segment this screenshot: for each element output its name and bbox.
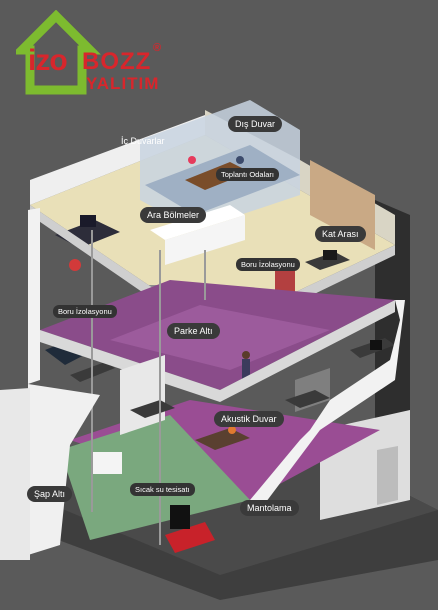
monitor-middle-right bbox=[370, 340, 382, 350]
person-meeting-2 bbox=[236, 156, 244, 164]
label-boru-izolasyonu-left: Boru İzolasyonu bbox=[53, 305, 117, 318]
front-wall-cut-left bbox=[28, 208, 40, 384]
logo-yalitim: YALITIM bbox=[86, 74, 160, 93]
brand-logo: izo BOZZ ® YALITIM bbox=[16, 10, 166, 98]
tv-panel bbox=[170, 505, 190, 529]
label-dis-duvar: Dış Duvar bbox=[228, 116, 283, 132]
front-wall-cut-bottom bbox=[28, 384, 100, 555]
desk-lower-3 bbox=[285, 390, 330, 408]
label-parke-alti: Parke Altı bbox=[167, 323, 220, 339]
desk-lower-1 bbox=[130, 400, 175, 418]
person-walking-body bbox=[242, 359, 250, 379]
desk-top-right bbox=[305, 252, 350, 270]
chair-top-left bbox=[69, 259, 81, 271]
person-lower-desk bbox=[228, 426, 236, 434]
foundation-front bbox=[0, 388, 30, 560]
side-building-door bbox=[377, 446, 398, 505]
person-meeting-1 bbox=[188, 156, 196, 164]
logo-izo: izo bbox=[28, 44, 68, 77]
red-bench bbox=[165, 522, 215, 553]
monitor-top-right bbox=[323, 250, 337, 260]
label-sap-alti: Şap Altı bbox=[27, 486, 73, 502]
exterior-wall-right bbox=[375, 200, 410, 470]
label-kat-arasi: Kat Arası bbox=[315, 226, 366, 242]
label-mantolama: Mantolama bbox=[240, 500, 299, 516]
desk-lower-2 bbox=[195, 428, 250, 450]
label-ara-bolmeler: Ara Bölmeler bbox=[140, 207, 207, 223]
front-wall-cut-right bbox=[250, 300, 405, 510]
monitor-top-left bbox=[80, 215, 96, 227]
logo-registered: ® bbox=[153, 42, 162, 54]
label-ic-duvarlar: İç Duvarlar bbox=[121, 136, 165, 146]
label-toplanti-odalari: Toplantı Odaları bbox=[216, 168, 279, 181]
reception-desk bbox=[92, 452, 122, 474]
logo-house-icon bbox=[16, 10, 101, 95]
ground-floor-green bbox=[60, 415, 250, 540]
label-sicak-su-tesisati: Sıcak su tesisatı bbox=[130, 483, 195, 496]
shelf-partition-2 bbox=[165, 215, 245, 265]
logo-bozz: BOZZ bbox=[82, 48, 152, 75]
person-walking bbox=[242, 351, 250, 359]
middle-floor-light bbox=[110, 305, 330, 370]
label-akustik-duvar: Akustik Duvar bbox=[214, 411, 284, 427]
label-boru-izolasyonu-right: Boru İzolasyonu bbox=[236, 258, 300, 271]
